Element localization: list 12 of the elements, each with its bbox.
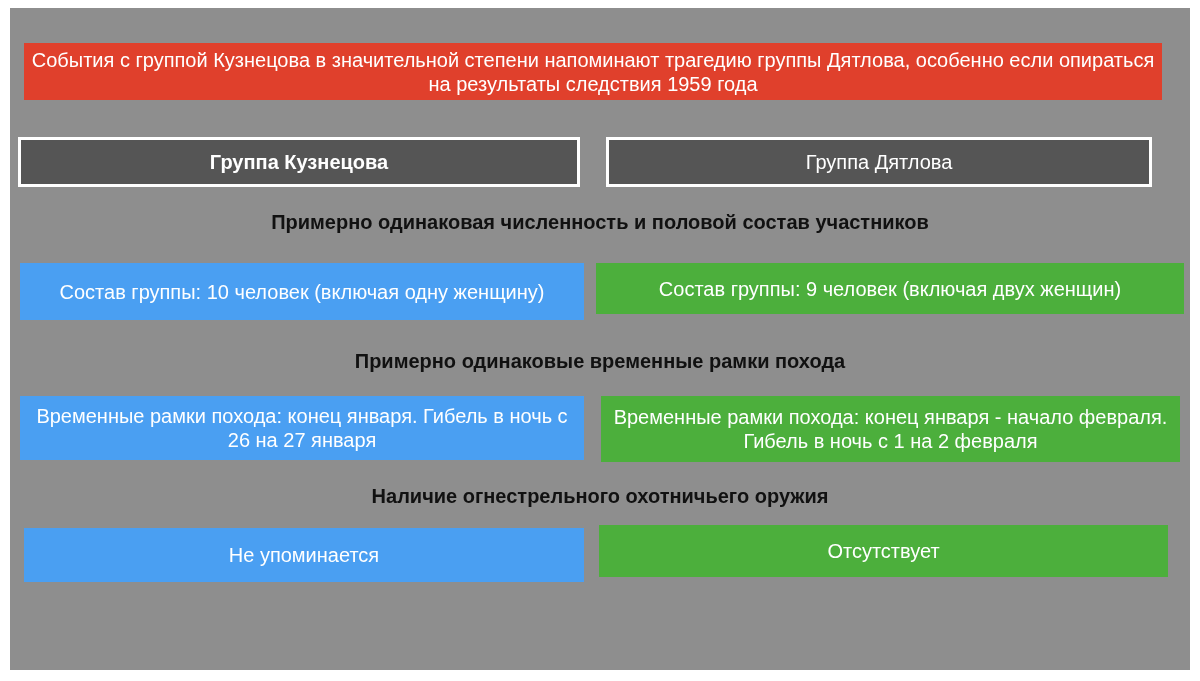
comparison-cell: Состав группы: 9 человек (включая двух женщин) (596, 263, 1184, 314)
row-heading: Наличие огнестрельного охотничьего оружия (370, 485, 830, 508)
comparison-cell: Не упоминается (24, 528, 584, 582)
column-header: Группа Дятлова (606, 137, 1152, 187)
comparison-cell: Состав группы: 10 человек (включая одну женщину) (20, 263, 584, 320)
row-heading: Примерно одинаковая численность и половой состав участников (270, 211, 930, 234)
title-banner: События с группой Кузнецова в значительной степени напоминают трагедию группы Дятлова, особенно если опираться на результаты следствия 1959 года (24, 43, 1162, 100)
column-header: Группа Кузнецова (18, 137, 580, 187)
row-heading: Примерно одинаковые временные рамки похода (353, 350, 847, 373)
comparison-cell: Временные рамки похода: конец января - начало февраля. Гибель в ночь с 1 на 2 февраля (601, 396, 1180, 462)
comparison-cell: Временные рамки похода: конец января. Гибель в ночь с 26 на 27 января (20, 396, 584, 460)
comparison-cell: Отсутствует (599, 525, 1168, 577)
